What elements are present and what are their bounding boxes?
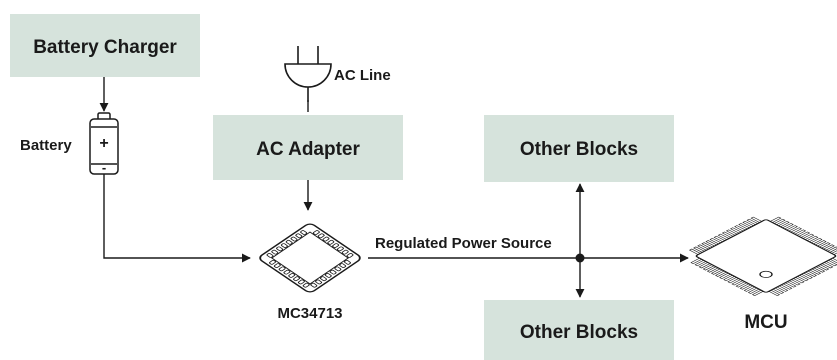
other-blocks-bottom-label: Other Blocks xyxy=(520,322,638,343)
chip-pad xyxy=(293,276,300,281)
chip-pad xyxy=(295,233,303,239)
chip-pad xyxy=(324,273,332,278)
ac-adapter-block: AC Adapter xyxy=(213,115,403,180)
chip-pad xyxy=(346,253,354,258)
chip-pad xyxy=(276,246,284,252)
ac-plug-icon xyxy=(284,46,332,102)
qfp-chip-icon xyxy=(688,216,837,297)
battery-minus-sign: - xyxy=(102,160,106,175)
chip-pad xyxy=(332,243,340,248)
chip-pad xyxy=(322,236,330,242)
chip-pad xyxy=(336,246,344,252)
chip-pad xyxy=(315,279,323,285)
other-blocks-top-label: Other Blocks xyxy=(520,139,638,160)
chip-pad xyxy=(283,269,291,275)
qfn-chip-icon xyxy=(259,223,361,293)
junction-dot xyxy=(575,253,585,263)
regulated-power-source-label: Regulated Power Source xyxy=(375,235,552,252)
other-blocks-bottom: Other Blocks xyxy=(484,300,674,360)
chip-pad xyxy=(317,233,325,239)
chip-pad xyxy=(302,282,310,288)
mcu-label: MCU xyxy=(744,312,787,333)
chip-pad xyxy=(278,266,286,272)
battery-charger-label: Battery Charger xyxy=(33,37,177,58)
chip-pad xyxy=(269,260,276,265)
ac-adapter-label: AC Adapter xyxy=(256,139,360,160)
chip-pad xyxy=(320,276,327,281)
battery-charger-block: Battery Charger xyxy=(10,14,200,77)
chip-pad xyxy=(312,230,320,235)
chip-pad xyxy=(344,260,351,265)
battery-plus-sign: + xyxy=(99,135,108,152)
chip-pad xyxy=(297,279,305,285)
chip-pad xyxy=(266,253,274,258)
chip-pad xyxy=(273,263,281,268)
chip-pad xyxy=(310,282,318,288)
connectors xyxy=(99,77,689,298)
battery-icon xyxy=(89,112,119,175)
pmic-label: MC34713 xyxy=(277,305,342,322)
battery-label: Battery xyxy=(20,137,72,154)
chip-pad xyxy=(288,273,296,278)
chip-pad xyxy=(327,240,335,245)
chip-pad xyxy=(329,269,337,275)
chip-pad xyxy=(341,249,349,255)
battery-to-pmic-arrow xyxy=(103,174,251,263)
chip-pad xyxy=(280,243,288,248)
chip-pad xyxy=(271,249,279,255)
chip-pad xyxy=(285,240,293,245)
ac-line-label: AC Line xyxy=(334,67,391,84)
chip-pad xyxy=(290,236,298,242)
chip-pad xyxy=(339,263,347,268)
chip-pad xyxy=(334,266,342,272)
other-blocks-top: Other Blocks xyxy=(484,115,674,182)
chip-pad xyxy=(300,230,308,235)
